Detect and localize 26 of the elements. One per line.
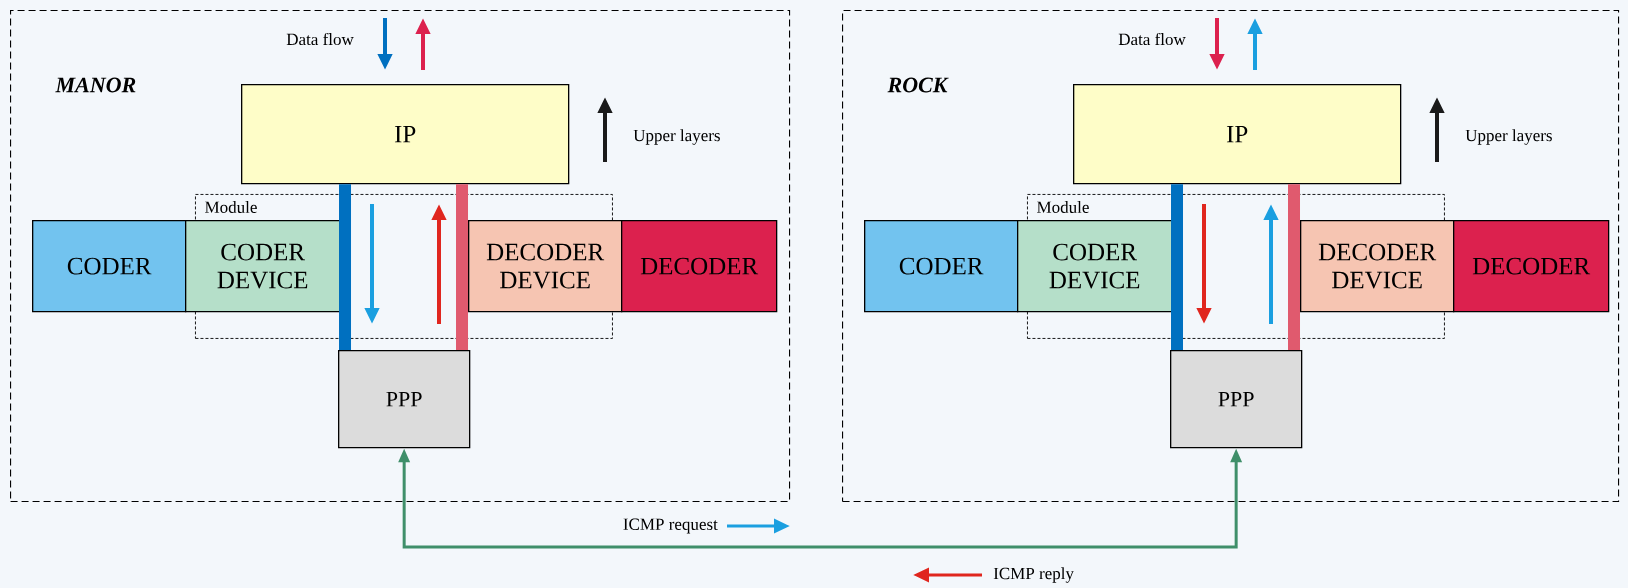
label-text: ICMP request — [623, 518, 718, 534]
connector-bar — [339, 184, 351, 350]
connector-bar — [1171, 184, 1183, 350]
coder-box: CODER — [32, 220, 187, 313]
device-box: DECODER DEVICE — [1300, 220, 1455, 313]
label-text: ICMP reply — [993, 567, 1074, 583]
layer-box: PPP — [1170, 350, 1303, 449]
decoder-box: DECODER — [621, 220, 778, 313]
device-box: DECODER DEVICE — [468, 220, 623, 313]
label-text: Upper layers — [633, 129, 720, 145]
layer-box: IP — [1073, 84, 1402, 185]
decoder-box: DECODER — [1453, 220, 1610, 313]
panel-title: MANOR — [55, 77, 136, 93]
panel-title: ROCK — [887, 77, 949, 93]
module-label: Module — [205, 201, 257, 213]
label-text: Upper layers — [1465, 129, 1552, 145]
layer-box: IP — [241, 84, 570, 185]
label-text: Data flow — [1118, 32, 1186, 46]
connector-bar — [1288, 184, 1300, 350]
device-box: CODER DEVICE — [1017, 220, 1173, 313]
module-label: Module — [1037, 201, 1089, 213]
connector-bar — [456, 184, 468, 350]
label-text: Data flow — [286, 32, 354, 46]
coder-box: CODER — [864, 220, 1019, 313]
layer-box: PPP — [338, 350, 471, 449]
device-box: CODER DEVICE — [185, 220, 341, 313]
